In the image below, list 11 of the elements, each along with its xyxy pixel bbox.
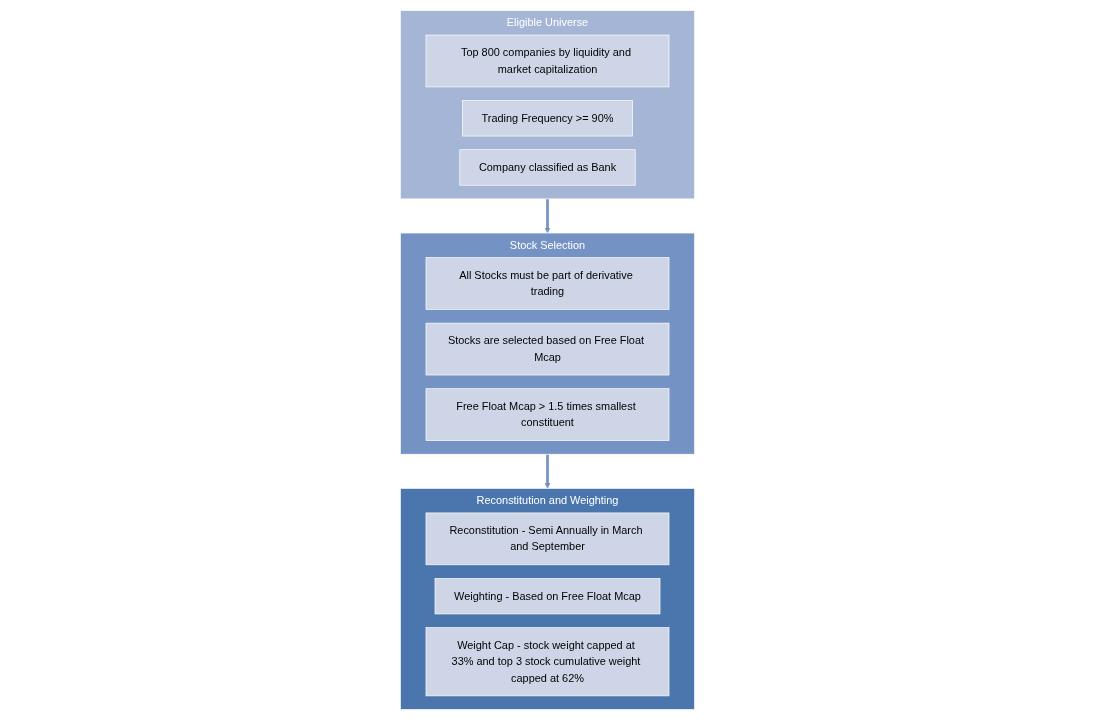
node-box: Company classified as Bank xyxy=(458,149,636,186)
node-box: All Stocks must be part of derivative trading xyxy=(425,257,669,310)
node-box: Free Float Mcap > 1.5 times smallest constituent xyxy=(425,388,669,441)
node-box: Reconstitution - Semi Annually in March and September xyxy=(425,512,669,566)
node-box: Trading Frequency >= 90% xyxy=(461,100,633,137)
node-box: Weighting - Based on Free Float Mcap xyxy=(434,578,660,615)
arrow xyxy=(544,454,550,489)
node-box: Weight Cap - stock weight capped at 33% and top 3 stock cumulative weight capped at 62% xyxy=(425,627,669,697)
node-box: Top 800 companies by liquidity and market capitalization xyxy=(425,34,669,88)
arrow xyxy=(544,198,550,234)
node-box: Stocks are selected based on Free Float Mcap xyxy=(425,322,669,376)
